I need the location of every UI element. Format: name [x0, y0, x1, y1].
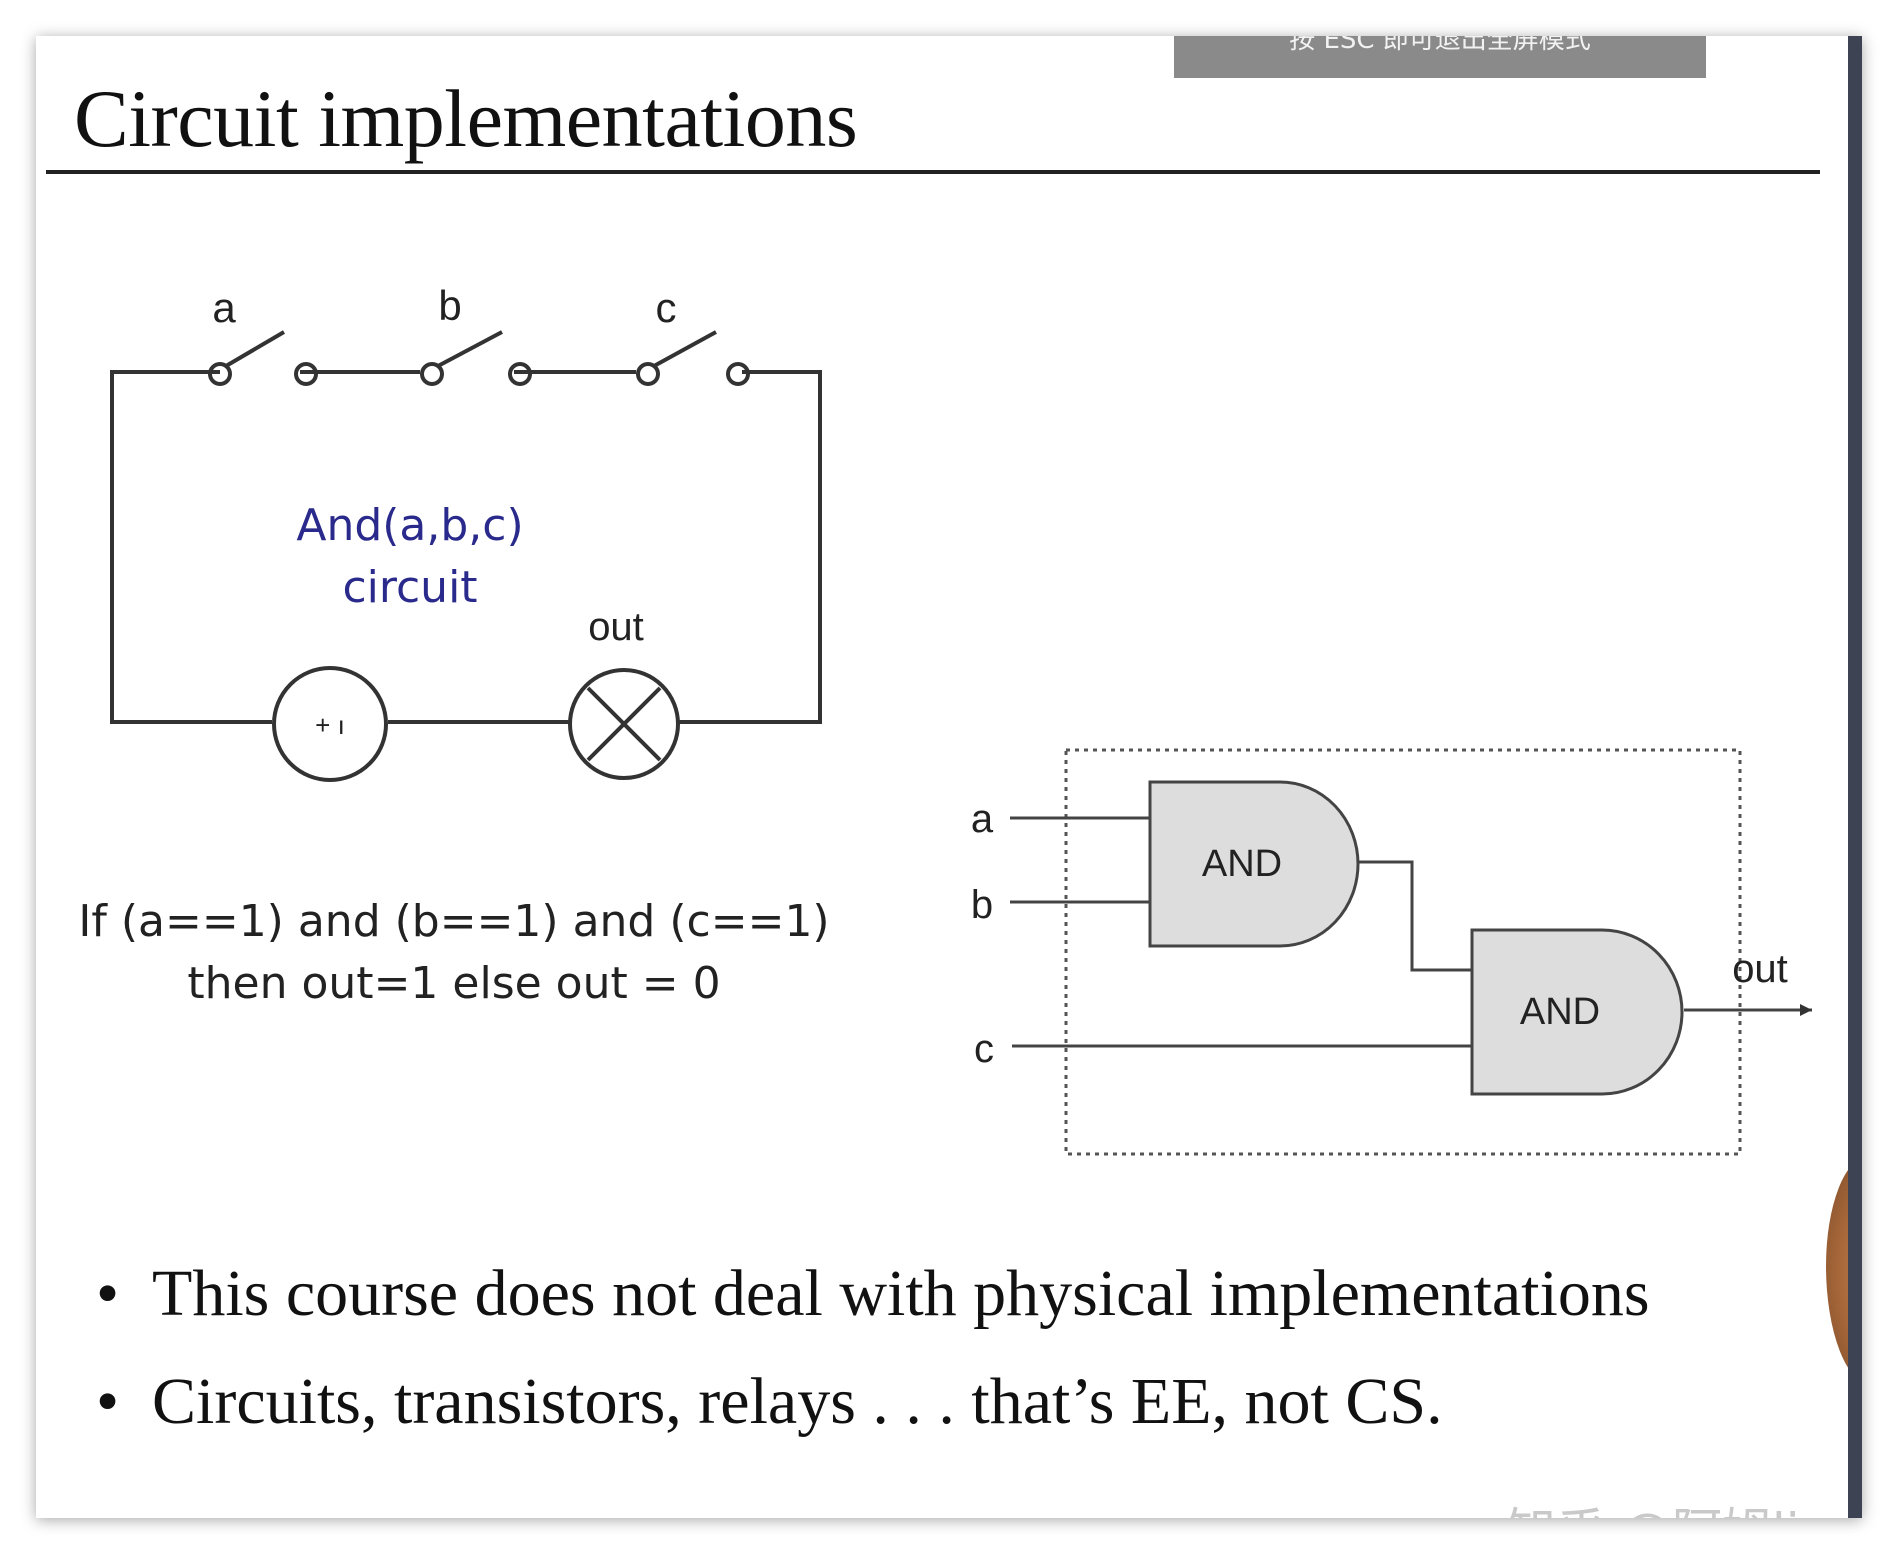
switch-a-blade — [224, 330, 286, 368]
switch-a-pivot — [208, 362, 232, 386]
circuit-caption-line2: circuit — [342, 562, 477, 613]
title-divider — [46, 170, 1820, 174]
bullet-item: This course does not deal with physical … — [96, 1256, 1650, 1364]
gate-wires — [1010, 816, 1812, 1048]
lamp-cross-2 — [586, 686, 662, 762]
diagram-canvas: a b c And(a,b,c) circuit out + ı If (a==… — [78, 282, 1812, 1156]
output-arrowhead — [1800, 1004, 1812, 1016]
gate-input-label-a: a — [971, 797, 994, 841]
switch-c-pivot — [636, 362, 660, 386]
bullet-list: This course does not deal with physical … — [96, 1256, 1650, 1472]
condition-line2: then out=1 else out = 0 — [187, 958, 720, 1009]
switch-label-c: c — [656, 284, 677, 331]
fullscreen-hint-text: 按 ESC 即可退出全屏模式 — [1289, 36, 1591, 55]
series-switch-circuit — [110, 330, 822, 782]
fullscreen-hint-bar: 按 ESC 即可退出全屏模式 — [1174, 36, 1706, 78]
lamp-symbol — [568, 668, 680, 780]
and-gate-1-label: AND — [1202, 843, 1282, 885]
window-right-edge — [1848, 36, 1862, 1518]
gate-boundary-box — [1064, 748, 1742, 1156]
battery-polarity-label: + ı — [315, 710, 345, 740]
watermark: 知乎 @阿姆li — [1506, 1492, 1800, 1518]
gate-input-label-b: b — [971, 883, 993, 927]
switch-b-blade — [437, 330, 503, 368]
wire-right — [676, 370, 822, 724]
switch-label-a: a — [212, 284, 236, 331]
wire-left — [110, 370, 272, 724]
condition-line1: If (a==1) and (b==1) and (c==1) — [78, 896, 829, 947]
switch-c-blade — [653, 330, 717, 368]
switch-b-contact — [508, 362, 532, 386]
switch-c-contact — [726, 362, 750, 386]
switch-a-contact — [294, 362, 318, 386]
switch-b-pivot — [420, 362, 444, 386]
gate-input-label-c: c — [974, 1027, 994, 1071]
slide-frame: 按 ESC 即可退出全屏模式 Circuit implementations — [36, 36, 1862, 1518]
bullet-item: Circuits, transistors, relays . . . that… — [96, 1364, 1650, 1472]
circuit-caption-line1: And(a,b,c) — [296, 500, 523, 551]
circuit-out-label: out — [588, 605, 644, 649]
battery-symbol — [272, 666, 388, 782]
switch-label-b: b — [438, 282, 461, 329]
slide-title: Circuit implementations — [74, 73, 858, 164]
and-gate-2 — [1470, 928, 1684, 1096]
and-gate-2-label: AND — [1520, 991, 1600, 1033]
wire-gate1-to-gate2 — [1358, 860, 1472, 972]
gate-output-label: out — [1732, 947, 1788, 991]
and-gate-1 — [1148, 780, 1360, 948]
